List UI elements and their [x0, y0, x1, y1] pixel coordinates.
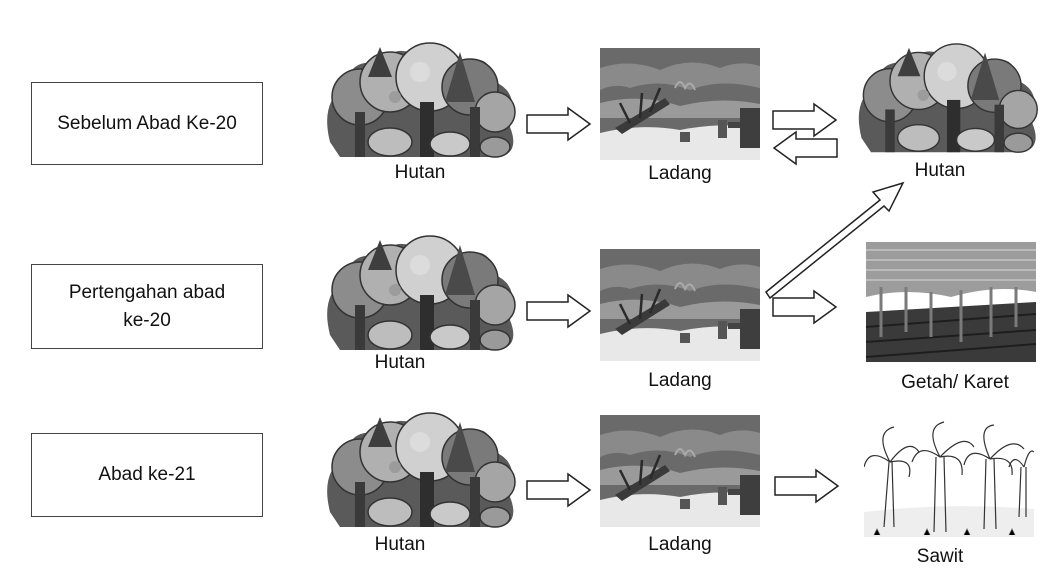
forest-caption: Hutan	[914, 160, 966, 181]
period-box-before-20th: Sebelum Abad Ke-20	[31, 82, 263, 165]
arrow-right-icon	[526, 294, 591, 328]
period-label: Pertengahan abad ke-20	[68, 281, 226, 331]
rubber-caption: Getah/ Karet	[901, 372, 1009, 393]
arrow-right-icon	[526, 473, 591, 507]
arrow-right-icon	[526, 107, 591, 141]
palm-caption: Sawit	[916, 546, 964, 567]
period-box-21st: Abad ke-21	[31, 433, 263, 517]
period-box-mid-20th: Pertengahan abad ke-20	[31, 264, 263, 349]
arrow-left-icon	[773, 131, 838, 165]
field-caption: Ladang	[648, 163, 712, 184]
field-caption: Ladang	[648, 370, 712, 391]
arrow-diagonal-icon	[764, 181, 905, 300]
period-label: Sebelum Abad Ke-20	[57, 112, 237, 134]
forest-caption: Hutan	[374, 352, 426, 373]
arrow-right-icon	[772, 103, 837, 137]
forest-caption: Hutan	[374, 534, 426, 555]
arrow-right-icon	[772, 290, 837, 324]
forest-caption: Hutan	[394, 162, 446, 183]
field-caption: Ladang	[648, 534, 712, 555]
period-label: Abad ke-21	[98, 464, 196, 486]
arrow-right-icon	[774, 469, 839, 503]
